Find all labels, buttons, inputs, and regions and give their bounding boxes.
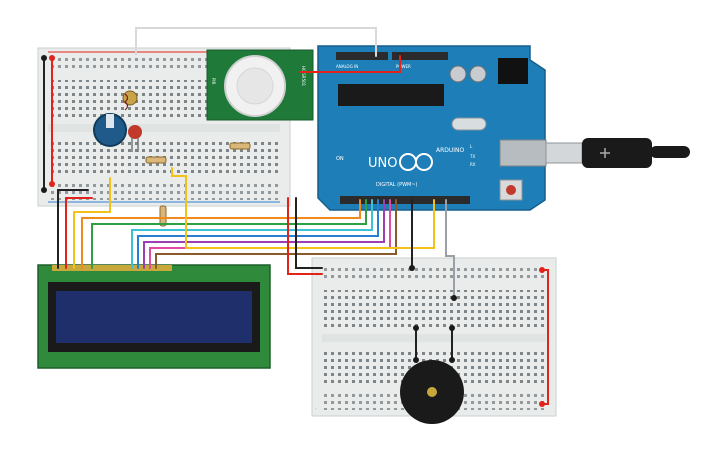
wire-red-pir[interactable] bbox=[299, 55, 401, 73]
wire-lcd-yellow[interactable] bbox=[73, 177, 111, 269]
wire-lcd-orange[interactable] bbox=[81, 199, 361, 269]
usb-socket bbox=[499, 139, 547, 167]
wire-red-lower[interactable] bbox=[287, 197, 323, 275]
wire-lcd-green[interactable] bbox=[91, 199, 367, 269]
digital-label: DIGITAL (PWM~) bbox=[376, 182, 418, 188]
wire-lcd-blue[interactable] bbox=[137, 199, 379, 269]
capacitor-2 bbox=[469, 65, 487, 83]
atmega-chip bbox=[338, 84, 444, 106]
wires bbox=[43, 27, 549, 405]
wire-lcd-black[interactable] bbox=[57, 189, 89, 269]
arduino-brand: ARDUINO bbox=[436, 147, 465, 154]
pir-part-label: PIR bbox=[211, 78, 216, 85]
led-icon[interactable] bbox=[128, 125, 142, 152]
lcd-16x2-module[interactable] bbox=[37, 264, 271, 369]
on-label: ON bbox=[336, 156, 344, 162]
lcd-pin-header[interactable] bbox=[52, 265, 172, 271]
wire-lcd-red[interactable] bbox=[65, 197, 93, 269]
photoresistor-icon[interactable] bbox=[122, 90, 138, 111]
wire-black-lower[interactable] bbox=[295, 197, 323, 269]
l-label: L bbox=[470, 144, 473, 149]
wire-lcd-cyan[interactable] bbox=[131, 199, 373, 269]
power-jack-icon bbox=[498, 58, 528, 84]
pir-sensor[interactable]: PIR HC-SR501 bbox=[206, 49, 314, 121]
pir-part-label2: HC-SR501 bbox=[301, 66, 306, 87]
breadboard-bottom-right[interactable]: + - bbox=[311, 257, 557, 417]
wire-ends bbox=[41, 55, 545, 407]
potentiometer-icon[interactable] bbox=[93, 113, 127, 147]
arduino-uno-board[interactable]: UNO ARDUINO DIGITAL (PWM~) ANALOG IN POW… bbox=[317, 45, 547, 211]
wire-lcd-purple[interactable] bbox=[143, 199, 385, 269]
buzzer-icon[interactable] bbox=[400, 360, 464, 424]
resistor-icon[interactable] bbox=[145, 142, 251, 227]
wire-white[interactable] bbox=[135, 27, 377, 57]
capacitor-1 bbox=[449, 65, 467, 83]
power-header[interactable] bbox=[392, 52, 448, 60]
wire-lcd-brown[interactable] bbox=[155, 199, 397, 269]
analog-header[interactable] bbox=[336, 52, 388, 60]
arduino-model: UNO bbox=[368, 156, 397, 171]
usb-cable-icon[interactable] bbox=[545, 138, 690, 168]
rx-label: RX bbox=[470, 162, 476, 167]
tx-label: TX bbox=[469, 154, 475, 159]
rail-minus-label: - bbox=[315, 406, 317, 412]
digital-header[interactable] bbox=[340, 196, 470, 204]
wire-gray-buzzer[interactable] bbox=[445, 199, 455, 299]
reset-button-cap[interactable] bbox=[506, 185, 516, 195]
arduino-logo-right bbox=[415, 153, 433, 171]
analog-label: ANALOG IN bbox=[336, 64, 358, 69]
lcd-screen bbox=[56, 291, 252, 343]
wire-yellow-long[interactable] bbox=[171, 167, 435, 249]
crystal bbox=[451, 117, 487, 131]
power-label: POWER bbox=[396, 64, 411, 69]
